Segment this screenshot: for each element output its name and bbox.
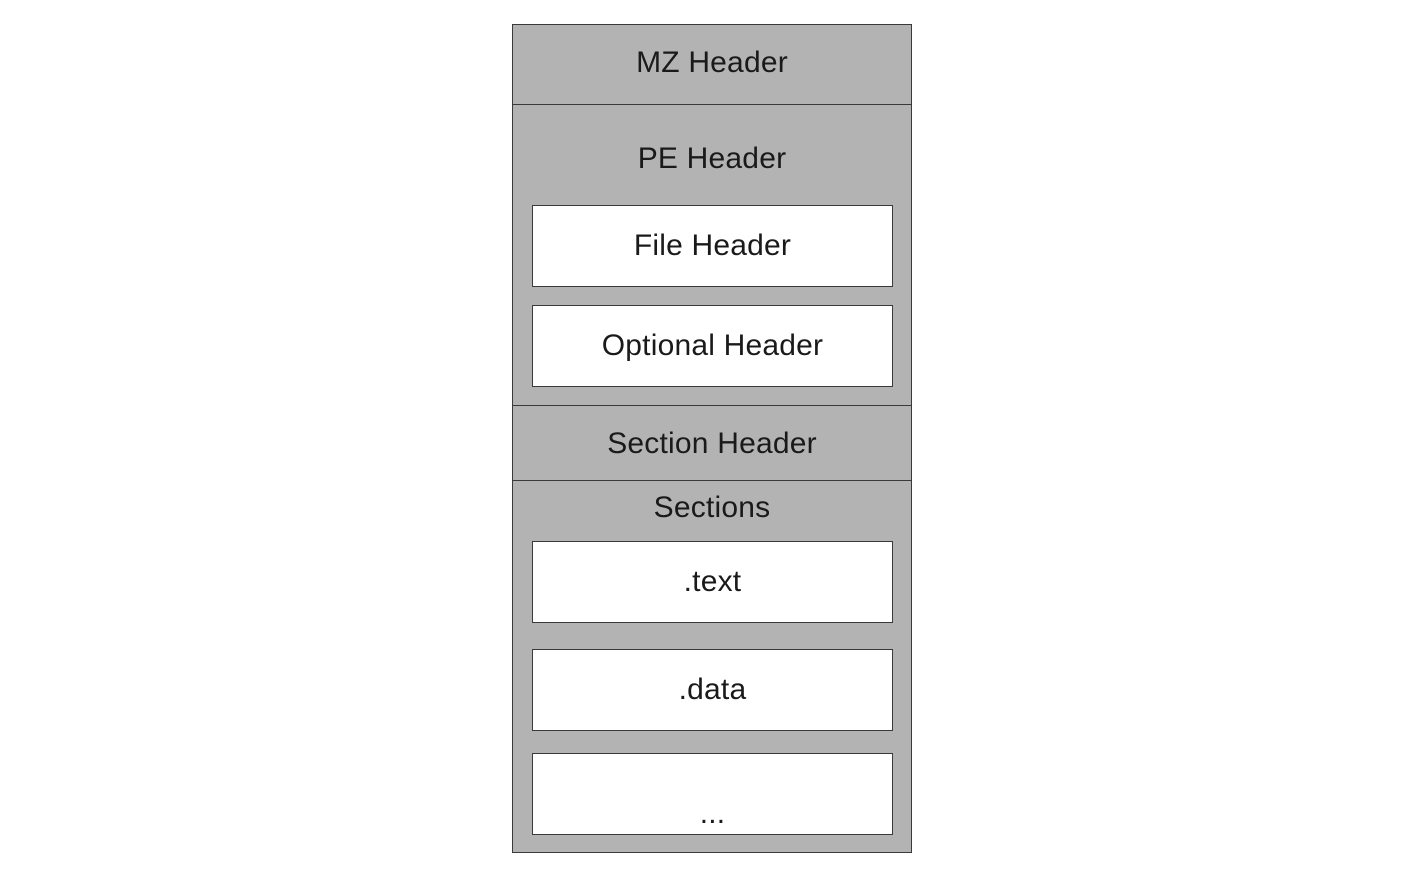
file-header-box: File Header — [532, 205, 893, 287]
mz-header-label: MZ Header — [636, 46, 788, 79]
file-header-label: File Header — [633, 229, 792, 262]
more-sections-box: ... — [532, 753, 893, 835]
section-header-label: Section Header — [607, 427, 817, 460]
optional-header-label: Optional Header — [601, 329, 824, 362]
sections-label: Sections — [653, 491, 771, 524]
mz-header-block: MZ Header — [513, 25, 911, 105]
pe-header-label: PE Header — [637, 142, 787, 175]
text-section-label: .text — [683, 565, 742, 598]
pe-header-block: PE Header File Header Optional Header — [513, 104, 911, 406]
more-sections-label: ... — [699, 797, 726, 830]
data-section-label: .data — [678, 673, 747, 706]
data-section-box: .data — [532, 649, 893, 731]
optional-header-box: Optional Header — [532, 305, 893, 387]
sections-block: Sections .text .data ... — [513, 480, 911, 851]
text-section-box: .text — [532, 541, 893, 623]
pe-file-stack: MZ Header PE Header File Header Optional… — [512, 24, 912, 853]
section-header-block: Section Header — [513, 405, 911, 481]
